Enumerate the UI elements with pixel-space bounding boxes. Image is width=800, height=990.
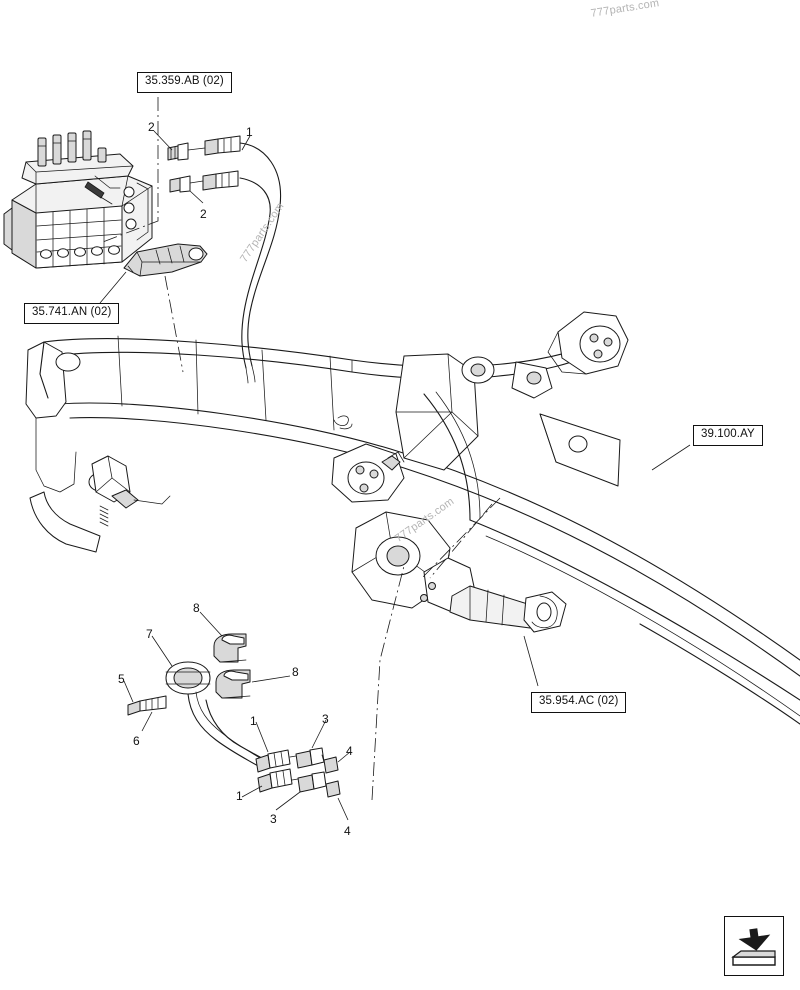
item-number-8-lower: 8 (292, 665, 299, 679)
callout-39-100-ay[interactable]: 39.100.AY (693, 425, 763, 446)
item-number-5: 5 (118, 672, 125, 686)
item-number-1-lower: 1 (236, 789, 243, 803)
clamp-8-upper (213, 633, 247, 663)
item-number-3-upper: 3 (322, 712, 329, 726)
callout-35-359-ab-02[interactable]: 35.359.AB (02) (137, 72, 232, 93)
item-number-7: 7 (146, 627, 153, 641)
corner-logo (724, 916, 784, 976)
item-number-8-upper: 8 (193, 601, 200, 615)
valve-block-assembly (3, 97, 159, 269)
fitting-lower-a (255, 747, 339, 774)
boom-structure (25, 311, 800, 725)
upper-hydraulic-hoses (153, 130, 282, 384)
lower-hose-assembly (123, 444, 691, 821)
item-number-1-mid: 1 (250, 714, 257, 728)
clamp-8-lower (215, 669, 251, 699)
axle-housing-assembly (331, 443, 567, 633)
callout-35-741-an-02[interactable]: 35.741.AN (02) (24, 303, 120, 324)
item-number-4-lower: 4 (344, 824, 351, 838)
callout-35-954-ac-02[interactable]: 35.954.AC (02) (531, 692, 627, 713)
item-number-4-upper: 4 (346, 744, 353, 758)
arrow-box-icon (725, 917, 783, 975)
item-number-2-lower: 2 (200, 207, 207, 221)
item-number-1-upper: 1 (246, 125, 253, 139)
fitting-upper-b (169, 170, 239, 193)
pressure-switch-part (99, 243, 208, 373)
fitting-lower-b (257, 768, 341, 798)
item-number-6: 6 (133, 734, 140, 748)
item-number-2-upper: 2 (148, 120, 155, 134)
item-number-3-lower: 3 (270, 812, 277, 826)
fitting-upper-a (167, 135, 241, 161)
